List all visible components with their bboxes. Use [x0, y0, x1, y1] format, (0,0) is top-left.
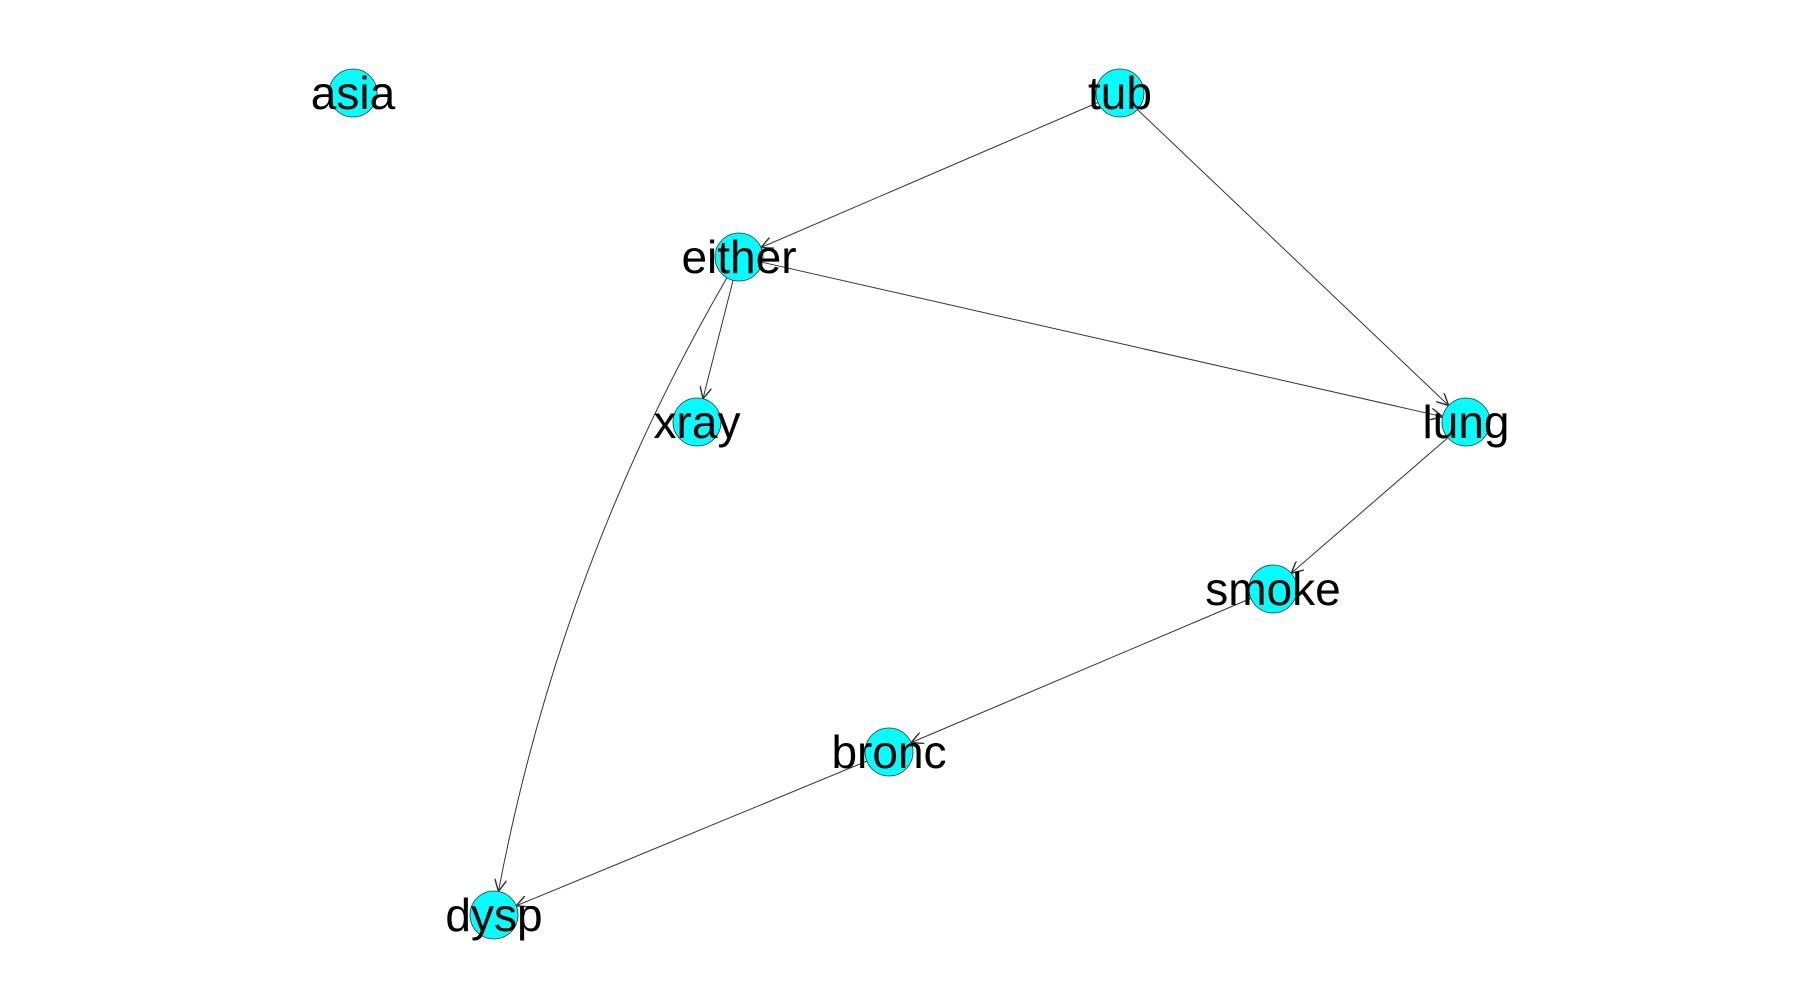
- edge-either-to-dysp: [498, 277, 728, 892]
- node-label-asia: asia: [311, 67, 396, 119]
- node-tub: [1095, 68, 1145, 118]
- edges-layer: [498, 102, 1448, 905]
- node-label-either: either: [681, 231, 796, 283]
- edge-tub-to-either: [761, 102, 1099, 247]
- node-label-lung: lung: [1423, 396, 1510, 448]
- node-label-xray: xray: [654, 396, 741, 448]
- node-either: [714, 232, 764, 282]
- edge-either-to-xray: [703, 280, 734, 398]
- labels-layer: asia tub either xray lung smoke bronc dysp: [311, 67, 1510, 941]
- node-label-dysp: dysp: [445, 889, 542, 941]
- node-label-tub: tub: [1088, 67, 1152, 119]
- node-smoke: [1248, 564, 1298, 614]
- edge-either-to-lung: [762, 261, 1442, 416]
- edge-tub-to-lung: [1137, 109, 1448, 406]
- nodes-layer: [328, 68, 1491, 940]
- node-bronc: [864, 727, 914, 777]
- node-xray: [672, 397, 722, 447]
- node-label-bronc: bronc: [831, 726, 946, 778]
- edge-bronc-to-dysp: [516, 760, 868, 906]
- edge-smoke-to-bronc: [911, 597, 1252, 742]
- node-label-smoke: smoke: [1205, 563, 1340, 615]
- node-asia: [328, 68, 378, 118]
- node-lung: [1441, 397, 1491, 447]
- node-dysp: [469, 890, 519, 940]
- edge-lung-to-smoke: [1291, 437, 1449, 574]
